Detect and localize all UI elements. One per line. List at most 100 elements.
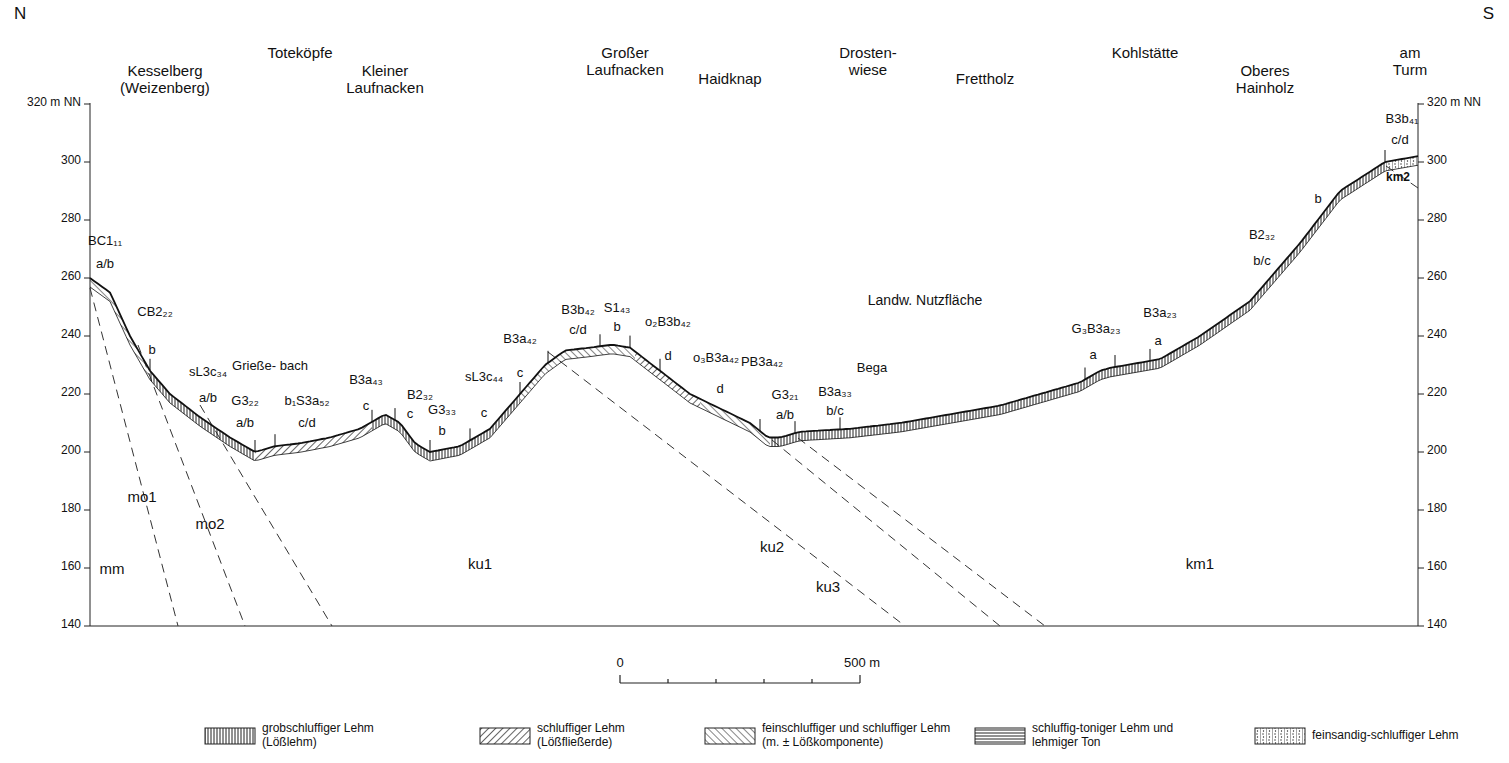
profile-label: 320 m NN: [1427, 96, 1481, 110]
profile-label: c: [481, 406, 488, 421]
legend-text: schluffig-toniger Lehm und lehmiger Ton: [1032, 722, 1197, 750]
legend-text: schluffiger Lehm (Lößfließerde): [537, 722, 687, 750]
axis-tick: [84, 220, 90, 221]
profile-label: B2₃₂: [407, 388, 433, 403]
profile-label: 300: [61, 154, 81, 168]
profile-label: c: [407, 407, 414, 422]
profile-label: 180: [61, 502, 81, 516]
unit-boundary: [1150, 349, 1151, 361]
scale-tick: [619, 675, 620, 683]
profile-label: Drosten- wiese: [833, 44, 903, 79]
unit-boundary: [520, 382, 521, 394]
profile-label: b: [438, 424, 445, 439]
profile-label: B3a₂₃: [1143, 306, 1176, 321]
profile-label: Landw. Nutzfläche: [868, 292, 982, 308]
profile-label: B3b₄₂: [561, 303, 594, 318]
profile-label: c/d: [298, 416, 315, 431]
soil-cover: [770, 162, 1385, 447]
profile-label: o₃B3a₄₂: [693, 351, 739, 366]
profile-label: G3₂₁: [772, 388, 799, 403]
legend-text: feinschluffiger und schluffiger Lehm (m.…: [762, 722, 957, 750]
profile-label: b₁S3a₅₂: [284, 394, 329, 409]
unit-boundary: [630, 336, 631, 348]
unit-boundary: [395, 408, 396, 420]
profile-label: a: [1154, 334, 1161, 349]
profile-label: B3b₄₁: [1386, 112, 1419, 127]
profile-label: sL3c₃₄: [189, 365, 227, 380]
axis-tick: [84, 162, 90, 163]
profile-label: B3a₄₂: [503, 332, 536, 347]
unit-boundary: [372, 410, 373, 422]
axis-tick: [84, 278, 90, 279]
profile-label: Kesselberg (Weizenberg): [115, 62, 215, 97]
profile-label: S1₄₃: [604, 301, 631, 316]
profile-label: ku1: [468, 555, 492, 572]
profile-label: Bega: [857, 361, 887, 376]
axis-tick: [1418, 162, 1424, 163]
profile-label: o₂B3b₄₂: [645, 315, 691, 330]
profile-label: am Turm: [1385, 44, 1435, 79]
profile-label: mo2: [195, 515, 224, 532]
legend-swatch: [705, 728, 755, 744]
axis-tick: [1418, 336, 1424, 337]
profile-label: N: [14, 4, 26, 24]
profile-label: Kohlstätte: [1112, 44, 1179, 61]
profile-label: a: [1089, 348, 1096, 363]
axis-tick: [84, 510, 90, 511]
profile-label: 240: [1427, 328, 1447, 342]
axis-tick: [1418, 394, 1424, 395]
profile-label: b: [148, 343, 155, 358]
legend-text: grobschluffiger Lehm (Lößlehm): [262, 722, 412, 750]
axis-tick: [84, 394, 90, 395]
profile-label: d: [716, 382, 723, 397]
profile-label: ku2: [760, 538, 784, 555]
unit-boundary: [660, 359, 661, 371]
profile-label: b: [1314, 192, 1321, 207]
profile-label: km2: [1386, 171, 1410, 185]
axis-tick: [84, 626, 90, 627]
axis-tick: [1418, 510, 1424, 511]
terrain-line: [90, 156, 1418, 452]
profile-label: 140: [1427, 618, 1447, 632]
profile-label: Frettholz: [956, 70, 1014, 87]
profile-label: G₃B3a₂₃: [1072, 322, 1121, 337]
profile-label: G3₃₃: [428, 403, 456, 418]
profile-label: B3a₃₃: [818, 385, 852, 400]
profile-label: Oberes Hainholz: [1225, 62, 1305, 97]
profile-label: B2₃₂: [1249, 228, 1275, 243]
legend-swatch: [205, 728, 255, 744]
profile-label: 0: [616, 656, 623, 671]
profile-label: 240: [61, 328, 81, 342]
profile-label: ku3: [816, 578, 840, 595]
profile-label: 180: [1427, 502, 1447, 516]
unit-boundary: [255, 440, 256, 452]
profile-label: PB3a₄₂: [741, 355, 783, 370]
profile-label: 320 m NN: [27, 96, 81, 110]
profile-label: 220: [1427, 386, 1447, 400]
scale-tick: [715, 679, 716, 683]
cover-base: [90, 165, 1418, 461]
unit-boundary: [840, 417, 841, 429]
profile-label: Kleiner Laufnacken: [340, 62, 430, 97]
profile-label: CB2₂₂: [137, 305, 172, 320]
profile-label: 300: [1427, 154, 1447, 168]
unit-boundary: [760, 419, 761, 431]
unit-boundary: [1085, 368, 1086, 380]
profile-label: 160: [1427, 560, 1447, 574]
scale-tick: [859, 675, 860, 683]
axis-tick: [84, 452, 90, 453]
profile-label: a/b: [236, 416, 254, 431]
profile-label: S: [1483, 4, 1494, 24]
profile-label: a/b: [199, 391, 217, 406]
profile-label: G3₂₂: [231, 394, 258, 409]
profile-label: mo1: [127, 488, 156, 505]
scale-tick: [811, 679, 812, 683]
profile-label: 220: [61, 386, 81, 400]
axis-tick: [1418, 626, 1424, 627]
profile-label: 200: [61, 444, 81, 458]
profile-label: b/c: [1253, 254, 1270, 269]
profile-label: d: [664, 349, 671, 364]
profile-label: 280: [1427, 212, 1447, 226]
